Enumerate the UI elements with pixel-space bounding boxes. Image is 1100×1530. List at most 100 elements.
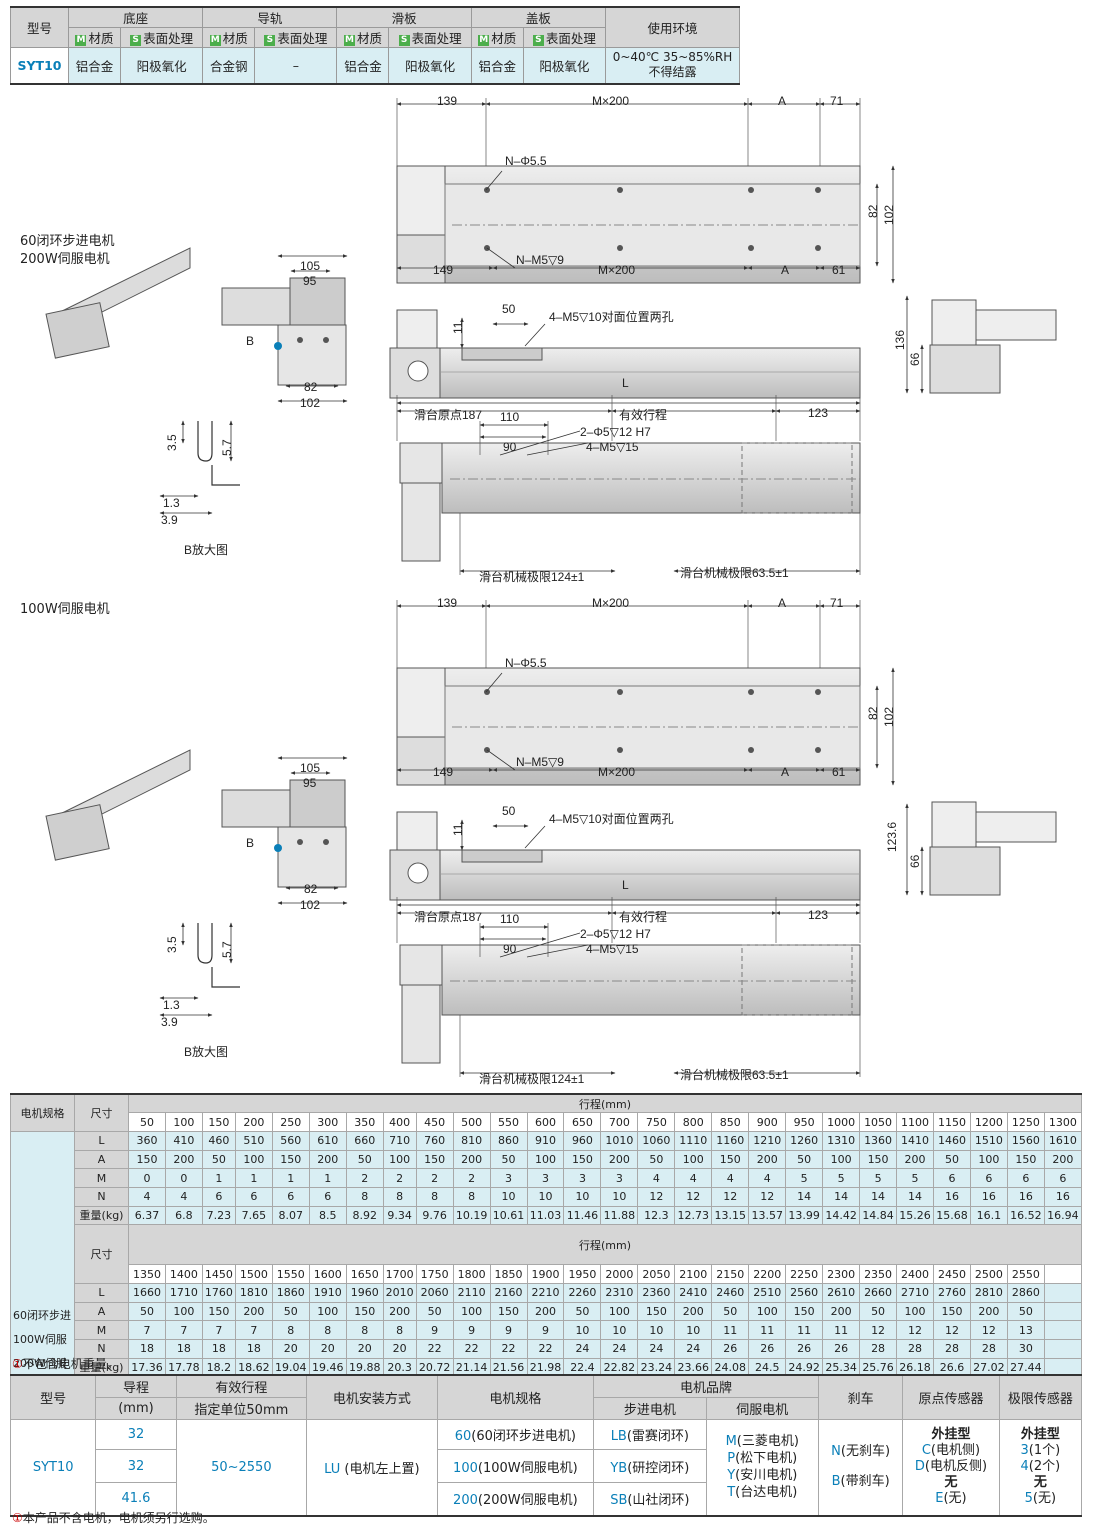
mount-hole xyxy=(484,187,490,193)
s1-dim-a: A xyxy=(778,94,787,108)
row-value-A: 50 xyxy=(563,1301,602,1322)
s1-dim-136: 136 xyxy=(893,329,907,350)
stroke-value: 2400 xyxy=(896,1264,934,1284)
order-motor-2: 100(100W伺服电机) xyxy=(436,1449,595,1483)
stroke-value: 750 xyxy=(637,1112,676,1132)
row-value-N: 16 xyxy=(969,1186,1008,1207)
row-value-A: 100 xyxy=(748,1301,787,1322)
bottom-motor xyxy=(401,482,441,562)
bottom-motor-flange xyxy=(399,442,443,484)
row-value-N: 22 xyxy=(415,1339,454,1359)
row-value-W: 8.07 xyxy=(271,1205,310,1226)
row-value-A: 200 xyxy=(526,1301,565,1322)
row-value-N: 6 xyxy=(234,1186,273,1207)
s2-dim-82b: 82 xyxy=(304,882,318,896)
row-value-M: 9 xyxy=(452,1320,491,1340)
row-value-L: 1660 xyxy=(128,1282,166,1303)
order-h-model: 型号 xyxy=(9,1374,97,1420)
s2-dim-66: 66 xyxy=(908,854,922,868)
row-value-N: 8 xyxy=(452,1186,491,1207)
s2-dim-stroke: 有效行程 xyxy=(619,910,668,924)
order-model: SYT10 xyxy=(9,1419,97,1516)
row-value-N: 6 xyxy=(201,1186,236,1207)
row-value-N: 24 xyxy=(563,1339,602,1359)
row-label-W: 重量(kg) xyxy=(74,1205,129,1226)
row-value-M: 6 xyxy=(969,1168,1008,1188)
stroke-value: 450 xyxy=(415,1112,454,1132)
row-value-M: 1 xyxy=(201,1168,236,1188)
row-value-L: 2860 xyxy=(1006,1282,1045,1303)
stroke-value: 1100 xyxy=(896,1112,934,1132)
row-value-N: 16 xyxy=(1006,1186,1045,1207)
section1-title-1: 60闭环步进电机 xyxy=(20,234,115,249)
row-value-N: 22 xyxy=(526,1339,565,1359)
s2-dim-nphi: N–Φ5.5 xyxy=(505,656,547,670)
mount-hole xyxy=(815,747,821,753)
mount-hole xyxy=(815,245,821,251)
s2-dim-phi5: 2–Φ5▽12 H7 xyxy=(580,927,651,941)
row-value-N: 24 xyxy=(600,1339,639,1359)
row-value-W: 19.88 xyxy=(345,1357,384,1378)
order-h-limit: 极限传感器 xyxy=(998,1374,1083,1420)
row-value-A: 100 xyxy=(969,1149,1008,1170)
slider-side xyxy=(461,849,543,863)
row-value-M: 4 xyxy=(637,1168,676,1188)
mount-hole xyxy=(815,689,821,695)
mount-hole xyxy=(484,689,490,695)
row-label-W: 重量(kg) xyxy=(74,1357,129,1378)
row-value-A: 50 xyxy=(128,1301,166,1322)
order-h-lead-unit: (mm) xyxy=(95,1397,177,1420)
end-motor xyxy=(931,801,977,848)
row-value-M: 5 xyxy=(822,1168,861,1188)
row-label-L: L xyxy=(74,1282,129,1303)
row-value-M: 8 xyxy=(271,1320,310,1340)
s1-dim-123: 123 xyxy=(808,406,829,420)
row-value-A: 50 xyxy=(201,1149,236,1170)
row-value-M: 7 xyxy=(201,1320,236,1340)
order-limit: 外挂型 3(1个) 4(2个) 无 5(无) xyxy=(998,1419,1083,1516)
row-value-N: 24 xyxy=(637,1339,676,1359)
row-value-A: 100 xyxy=(452,1301,491,1322)
row-value-M: 2 xyxy=(345,1168,384,1188)
row-value-L: 1210 xyxy=(748,1130,787,1151)
row-value-L: 2710 xyxy=(896,1282,934,1303)
row-value-M: 5 xyxy=(896,1168,934,1188)
row-value-A: 200 xyxy=(969,1301,1008,1322)
row-value-A: 150 xyxy=(271,1149,310,1170)
b-detail-profile xyxy=(197,923,213,964)
row-value-N: 12 xyxy=(748,1186,787,1207)
row-value-A: 50 xyxy=(345,1149,384,1170)
row-value-A: 150 xyxy=(1006,1149,1045,1170)
material-tag: M xyxy=(478,35,490,46)
row-value-N: 8 xyxy=(345,1186,384,1207)
row-value-A: 200 xyxy=(748,1149,787,1170)
stroke-value: 800 xyxy=(674,1112,713,1132)
material-tag: M xyxy=(343,35,355,46)
row-value-L: 2410 xyxy=(674,1282,713,1303)
order-h-servo: 伺服电机 xyxy=(705,1397,819,1420)
stroke-value: 1450 xyxy=(201,1264,236,1284)
mount-hole xyxy=(297,337,303,343)
row-value-N: 16 xyxy=(933,1186,971,1207)
s1-dim-149: 149 xyxy=(433,263,454,277)
mount-hole xyxy=(748,747,754,753)
row-value-L: 1110 xyxy=(674,1130,713,1151)
row-value-N: 6 xyxy=(308,1186,347,1207)
s2-dim-110: 110 xyxy=(500,912,520,926)
row-empty xyxy=(1043,1301,1083,1322)
row-value-N: 12 xyxy=(674,1186,713,1207)
row-value-M: 11 xyxy=(822,1320,861,1340)
row-value-A: 150 xyxy=(711,1149,750,1170)
spec-rail-header: 导轨 xyxy=(202,6,338,28)
row-value-A: 200 xyxy=(382,1301,417,1322)
spec-base-header: 底座 xyxy=(67,6,204,28)
stroke-value: 2550 xyxy=(1006,1264,1045,1284)
row-label-A: A xyxy=(74,1149,129,1170)
stroke-value: 1550 xyxy=(271,1264,310,1284)
s2-dim-5-7: 5.7 xyxy=(220,941,234,958)
order-table: 型号 导程 有效行程 电机安装方式 电机规格 电机品牌 刹车 原点传感器 极限传… xyxy=(9,1374,1083,1517)
row-value-L: 2160 xyxy=(489,1282,528,1303)
row-value-W: 25.34 xyxy=(822,1357,861,1378)
row-value-M: 3 xyxy=(563,1168,602,1188)
motor-flange xyxy=(396,234,446,284)
